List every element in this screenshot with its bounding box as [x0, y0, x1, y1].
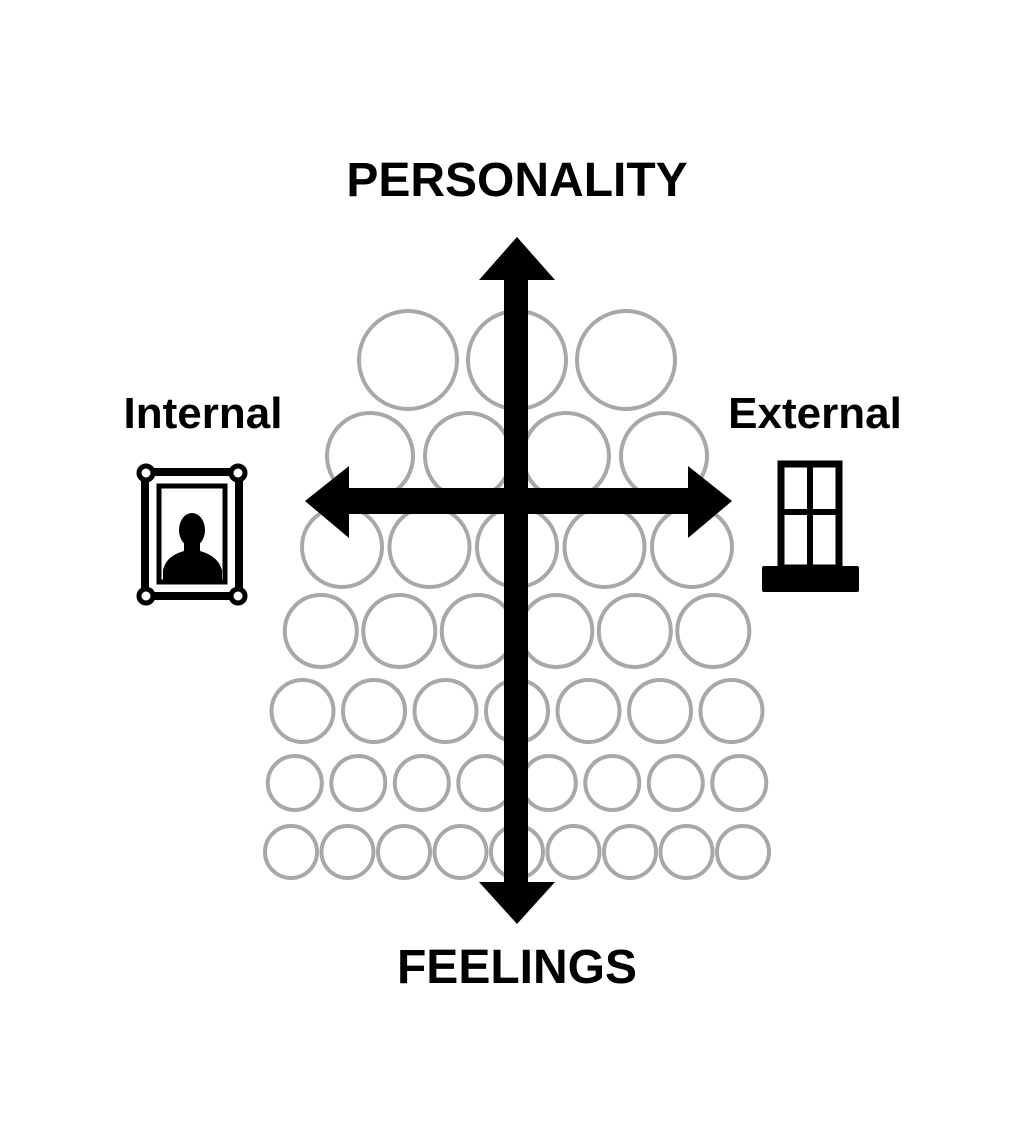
field-circle	[357, 309, 459, 411]
field-circle	[269, 678, 336, 744]
field-circle	[412, 678, 479, 744]
field-circle	[602, 824, 658, 880]
field-circle	[319, 824, 376, 880]
field-circle	[519, 754, 578, 812]
field-circle	[675, 593, 752, 669]
field-circle	[658, 824, 715, 880]
down-arrowhead	[479, 882, 555, 924]
personality-label: PERSONALITY	[346, 154, 687, 207]
field-circle	[263, 824, 319, 880]
vertical-axis	[504, 276, 528, 886]
right-arrowhead	[688, 466, 732, 538]
field-circle	[518, 593, 595, 669]
field-circle	[439, 593, 516, 669]
field-circle	[596, 593, 673, 669]
field-circle	[282, 593, 359, 669]
internal-label: Internal	[124, 389, 283, 438]
field-circle	[545, 824, 602, 880]
field-circle	[376, 824, 432, 880]
field-circle	[627, 678, 693, 744]
field-circle	[646, 754, 705, 812]
window-icon	[762, 460, 859, 592]
axes	[305, 237, 732, 924]
field-circle	[715, 824, 771, 880]
field-circle	[521, 411, 611, 501]
field-circle	[698, 678, 765, 744]
portrait-frame-icon	[136, 463, 248, 606]
field-circle	[423, 411, 513, 501]
up-arrowhead	[479, 237, 555, 280]
field-circle	[392, 754, 451, 812]
field-circle	[361, 593, 438, 669]
external-label: External	[728, 389, 902, 438]
field-circle	[341, 678, 407, 744]
field-circle	[562, 505, 647, 589]
field-circle	[583, 754, 642, 812]
field-circle	[575, 309, 677, 411]
horizontal-axis	[345, 488, 690, 514]
field-circle	[329, 754, 388, 812]
field-circle	[555, 678, 622, 744]
field-circle	[387, 505, 472, 589]
field-circle	[432, 824, 489, 880]
field-circle	[710, 754, 769, 812]
field-circle	[265, 754, 324, 812]
left-arrowhead	[305, 466, 349, 538]
feelings-label: FEELINGS	[397, 941, 637, 994]
